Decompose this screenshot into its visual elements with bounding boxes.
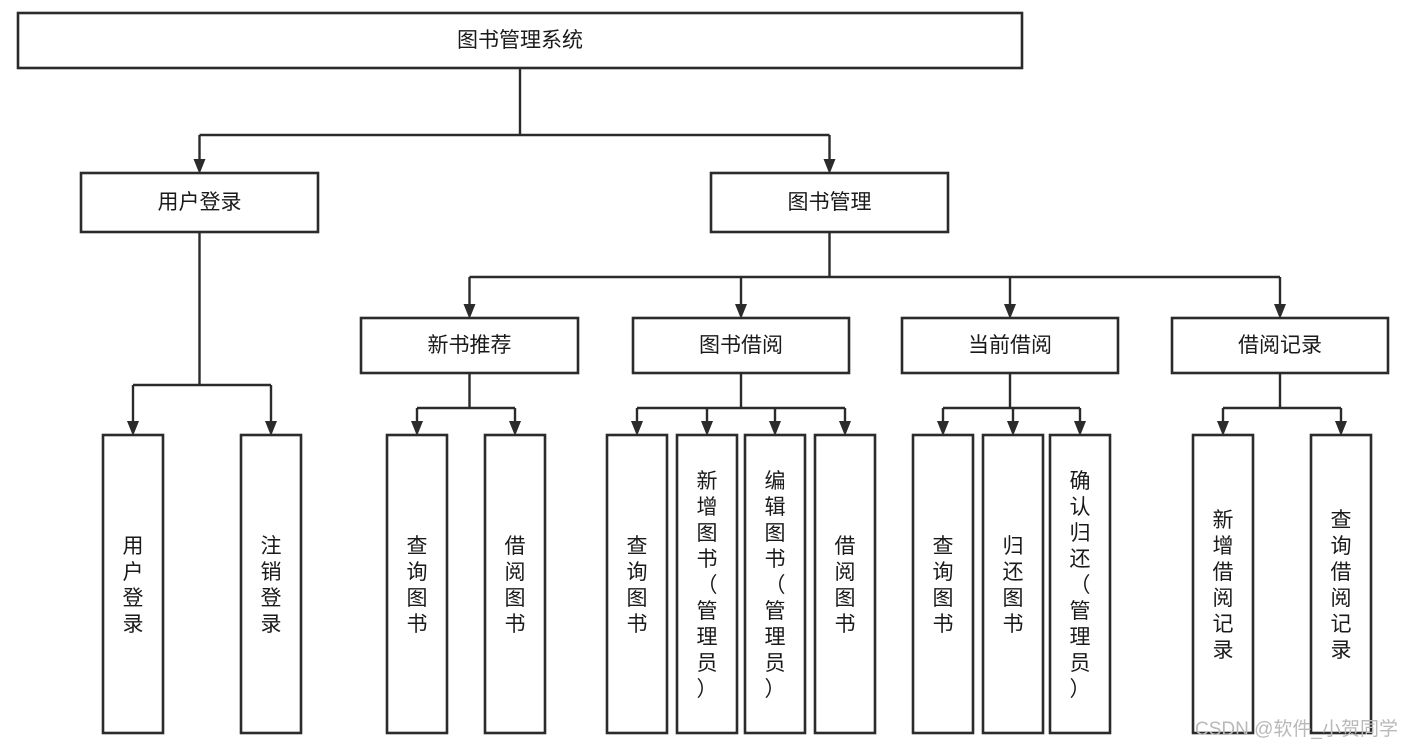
node-box-leaf-user-login [101,433,165,735]
node-label-leaf-query-borrow-record: 查询借阅记录 [1331,509,1352,662]
node-label-leaf-borrow-book: 借阅图书 [835,535,856,636]
node-label-current-borrow: 当前借阅 [968,334,1052,357]
node-box-book-management [709,171,950,234]
arrow-head-leaf-edit-book-admin [769,421,781,436]
arrow-head-leaf-query-book-rec [411,421,423,436]
node-label-leaf-add-book-admin: 新增图书（管理员） [697,470,718,701]
node-book-management[interactable]: 图书管理 [709,171,950,234]
connector-group-user-login [127,232,277,436]
node-user-login[interactable]: 用户登录 [79,171,320,234]
connector-group-root [193,68,836,174]
arrow-head-leaf-confirm-return-admin [1074,421,1086,436]
node-box-leaf-borrow-book [813,433,877,735]
node-label-leaf-borrow-book-rec: 借阅图书 [505,535,526,636]
node-leaf-edit-book-admin[interactable]: 编辑图书（管理员） [743,433,807,735]
arrow-head-leaf-user-login [127,421,139,436]
node-boxes-layer: 图书管理系统用户登录图书管理新书推荐图书借阅当前借阅借阅记录用户登录注销登录查询… [16,11,1390,735]
arrow-head-leaf-query-book-current [937,421,949,436]
node-new-book-recommend[interactable]: 新书推荐 [359,316,580,375]
arrow-head-book-borrow [735,304,747,319]
node-label-leaf-edit-book-admin: 编辑图书（管理员） [765,470,786,701]
node-root[interactable]: 图书管理系统 [16,11,1024,70]
node-leaf-query-borrow-record[interactable]: 查询借阅记录 [1309,433,1373,735]
node-box-leaf-query-book-rec [385,433,449,735]
node-book-borrow[interactable]: 图书借阅 [631,316,851,375]
node-leaf-add-book-admin[interactable]: 新增图书（管理员） [675,433,739,735]
node-label-leaf-user-login: 用户登录 [123,535,144,636]
arrow-head-book-management [823,159,836,174]
node-leaf-borrow-book-rec[interactable]: 借阅图书 [483,433,547,735]
node-leaf-add-borrow-record[interactable]: 新增借阅记录 [1191,433,1255,735]
node-label-root: 图书管理系统 [457,29,583,52]
node-box-current-borrow [900,316,1120,375]
node-box-leaf-query-book-borrow [605,433,669,735]
arrow-head-leaf-logout [265,421,277,436]
node-box-leaf-add-book-admin [675,433,739,735]
connector-group-current-borrow [937,373,1086,436]
node-leaf-borrow-book[interactable]: 借阅图书 [813,433,877,735]
node-label-leaf-logout: 注销登录 [261,535,282,636]
connector-group-new-book-recommend [411,373,521,436]
node-leaf-query-book-current[interactable]: 查询图书 [911,433,975,735]
node-box-leaf-borrow-book-rec [483,433,547,735]
node-box-leaf-return-book [981,433,1045,735]
arrow-head-current-borrow [1004,304,1016,319]
node-label-leaf-return-book: 归还图书 [1003,535,1024,636]
node-label-leaf-add-borrow-record: 新增借阅记录 [1213,509,1234,662]
node-leaf-logout[interactable]: 注销登录 [239,433,303,735]
connector-group-book-management [463,232,1286,319]
arrow-head-leaf-return-book [1007,421,1019,436]
arrow-head-leaf-query-book-borrow [631,421,643,436]
node-box-leaf-query-book-current [911,433,975,735]
connector-group-book-borrow [631,373,851,436]
node-leaf-return-book[interactable]: 归还图书 [981,433,1045,735]
node-box-user-login [79,171,320,234]
node-current-borrow[interactable]: 当前借阅 [900,316,1120,375]
connectors-layer [127,68,1347,436]
node-label-leaf-query-book-rec: 查询图书 [407,535,428,636]
node-borrow-record[interactable]: 借阅记录 [1170,316,1390,375]
arrow-head-leaf-add-book-admin [701,421,713,436]
connector-group-borrow-record [1217,373,1347,436]
node-box-borrow-record [1170,316,1390,375]
node-label-user-login: 用户登录 [158,191,242,214]
arrow-head-leaf-borrow-book-rec [509,421,521,436]
arrow-head-user-login [193,159,206,174]
node-box-leaf-confirm-return-admin [1048,433,1112,735]
node-box-root [16,11,1024,70]
node-box-new-book-recommend [359,316,580,375]
node-box-leaf-add-borrow-record [1191,433,1255,735]
arrow-head-new-book-recommend [463,304,476,319]
node-box-leaf-logout [239,433,303,735]
node-label-book-management: 图书管理 [788,191,872,214]
csdn-watermark: CSDN @软件_小贺同学 [1195,718,1398,740]
arrow-head-leaf-add-borrow-record [1217,421,1229,436]
node-leaf-confirm-return-admin[interactable]: 确认归还（管理员） [1048,433,1112,735]
arrow-head-leaf-query-borrow-record [1335,421,1347,436]
node-label-leaf-query-book-current: 查询图书 [933,535,954,636]
node-label-book-borrow: 图书借阅 [699,334,783,357]
node-box-book-borrow [631,316,851,375]
arrow-head-borrow-record [1274,304,1286,319]
node-label-leaf-query-book-borrow: 查询图书 [627,535,648,636]
node-label-leaf-confirm-return-admin: 确认归还（管理员） [1070,470,1091,701]
node-leaf-query-book-borrow[interactable]: 查询图书 [605,433,669,735]
node-label-borrow-record: 借阅记录 [1238,334,1322,357]
node-leaf-user-login[interactable]: 用户登录 [101,433,165,735]
node-leaf-query-book-rec[interactable]: 查询图书 [385,433,449,735]
node-box-leaf-query-borrow-record [1309,433,1373,735]
node-box-leaf-edit-book-admin [743,433,807,735]
node-label-new-book-recommend: 新书推荐 [428,334,512,357]
arrow-head-leaf-borrow-book [839,421,851,436]
